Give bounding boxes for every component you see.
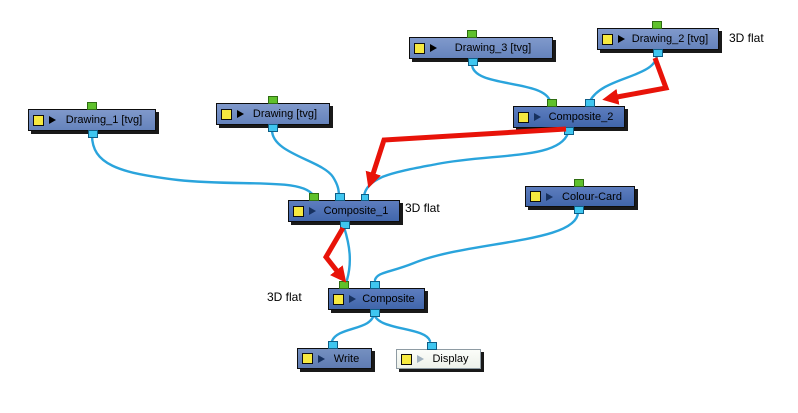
thumbnail-toggle-icon[interactable] — [221, 108, 232, 120]
input-port-green[interactable] — [547, 99, 557, 107]
node-label: Write — [333, 352, 360, 365]
input-port-cyan[interactable] — [361, 194, 369, 201]
cable-composite-to-write[interactable] — [330, 310, 376, 343]
node-label: Composite — [362, 293, 415, 305]
node-drawing-2[interactable]: Drawing_2 [tvg] — [597, 21, 719, 57]
expand-arrow-icon[interactable] — [534, 113, 541, 121]
node-label: Drawing_1 [tvg] — [65, 114, 143, 126]
node-label: Display — [432, 353, 469, 365]
thumbnail-toggle-icon[interactable] — [602, 33, 613, 45]
output-port-cyan[interactable] — [370, 309, 380, 317]
node-composite[interactable]: Composite — [328, 281, 425, 317]
cable-composite-to-display[interactable] — [372, 310, 432, 343]
node-display[interactable]: Display — [396, 342, 481, 369]
output-port-cyan[interactable] — [468, 58, 478, 66]
thumbnail-toggle-icon[interactable] — [293, 205, 304, 217]
cable-drawing-to-composite-1[interactable] — [270, 128, 341, 199]
thumbnail-toggle-icon[interactable] — [401, 353, 412, 365]
cable-colour-card-to-composite[interactable] — [373, 210, 580, 282]
input-port-cyan[interactable] — [370, 281, 380, 289]
cable-drawing-3-to-composite-2[interactable] — [470, 62, 552, 103]
expand-arrow-icon[interactable] — [430, 44, 437, 52]
expand-arrow-icon[interactable] — [318, 354, 325, 363]
node-label: Drawing_3 [tvg] — [454, 42, 532, 54]
output-port-cyan[interactable] — [653, 49, 663, 57]
output-port-cyan[interactable] — [564, 127, 574, 135]
cable-drawing-1-to-composite-1[interactable] — [90, 133, 316, 199]
annotation-3d-flat: 3D flat — [405, 201, 440, 215]
output-port-cyan[interactable] — [340, 221, 350, 229]
thumbnail-toggle-icon[interactable] — [518, 111, 529, 123]
node-write[interactable]: Write — [297, 341, 372, 369]
input-port-cyan[interactable] — [328, 341, 338, 349]
thumbnail-toggle-icon[interactable] — [414, 42, 425, 54]
cable-drawing-2-to-composite-2[interactable] — [588, 52, 659, 103]
thumbnail-toggle-icon[interactable] — [333, 293, 344, 305]
input-port-green[interactable] — [339, 281, 349, 289]
thumbnail-toggle-icon[interactable] — [302, 353, 313, 364]
expand-arrow-icon[interactable] — [309, 207, 316, 215]
node-drawing[interactable]: Drawing [tvg] — [216, 96, 330, 132]
output-port-cyan[interactable] — [574, 206, 584, 214]
input-port-green[interactable] — [309, 193, 319, 201]
node-label: Composite_2 — [548, 111, 614, 123]
thumbnail-toggle-icon[interactable] — [530, 191, 541, 202]
output-port-cyan[interactable] — [88, 130, 98, 138]
thumbnail-toggle-icon[interactable] — [33, 114, 44, 126]
expand-arrow-icon[interactable] — [618, 35, 625, 43]
input-port-green[interactable] — [87, 102, 97, 110]
input-port-cyan[interactable] — [335, 193, 345, 201]
node-drawing-3[interactable]: Drawing_3 [tvg] — [409, 30, 553, 66]
input-port-cyan[interactable] — [585, 99, 595, 107]
input-port-green[interactable] — [574, 179, 584, 187]
expand-arrow-icon[interactable] — [349, 295, 356, 303]
input-port-green[interactable] — [268, 96, 278, 104]
input-port-cyan[interactable] — [427, 342, 437, 350]
cable-composite-1-to-composite[interactable] — [342, 225, 352, 282]
expand-arrow-icon[interactable] — [49, 116, 56, 124]
node-composite-2[interactable]: Composite_2 — [513, 99, 625, 135]
node-label: Colour-Card — [562, 190, 622, 203]
expand-arrow-icon[interactable] — [546, 192, 553, 201]
annotation-3d-flat: 3D flat — [729, 31, 764, 45]
expand-arrow-icon[interactable] — [237, 110, 244, 118]
annotation-3d-flat: 3D flat — [267, 290, 302, 304]
input-port-green[interactable] — [652, 21, 662, 29]
expand-arrow-icon[interactable] — [417, 355, 424, 363]
node-composite-1[interactable]: Composite_1 — [288, 193, 400, 229]
node-colour-card[interactable]: Colour-Card — [525, 179, 635, 214]
node-label: Drawing_2 [tvg] — [631, 33, 709, 45]
output-port-cyan[interactable] — [268, 124, 278, 132]
node-label: Composite_1 — [323, 205, 389, 217]
node-label: Drawing [tvg] — [252, 108, 318, 120]
input-port-green[interactable] — [467, 30, 477, 38]
node-drawing-1[interactable]: Drawing_1 [tvg] — [28, 102, 156, 138]
